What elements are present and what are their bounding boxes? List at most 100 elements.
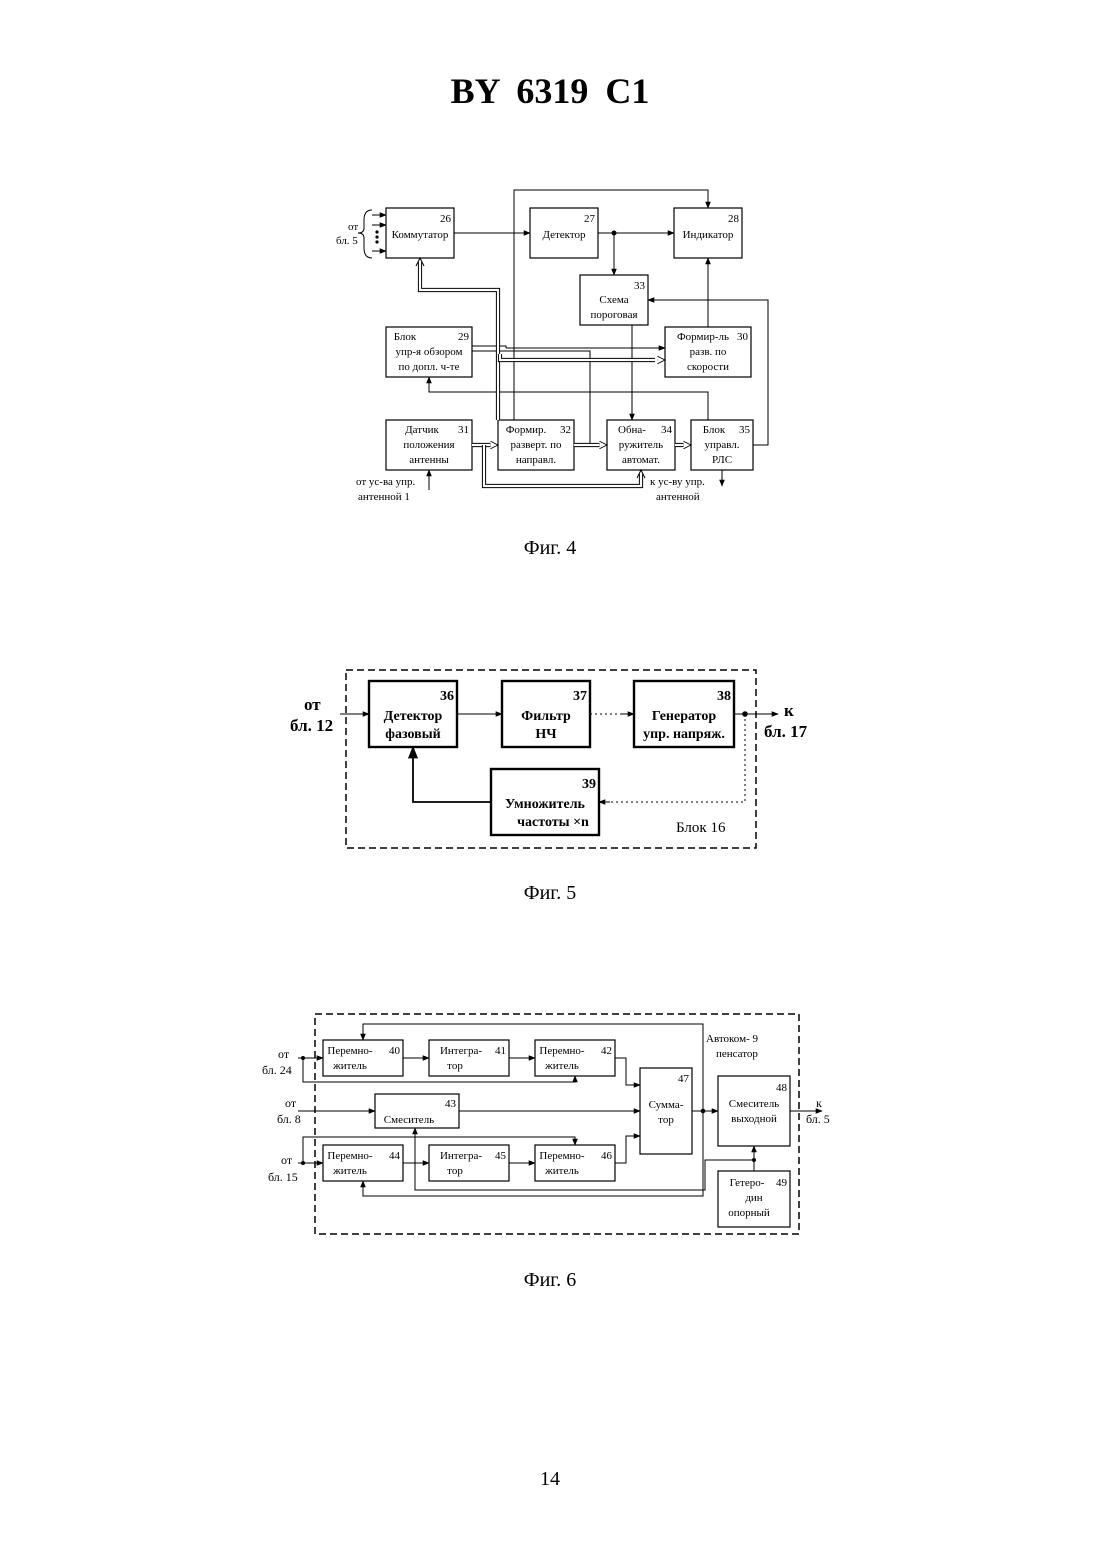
block-number: 28 — [728, 213, 740, 225]
block-label: скорости — [687, 361, 729, 373]
brace-icon — [358, 210, 372, 258]
block-37-lowpass-filter: 37 Фильтр НЧ — [502, 681, 590, 747]
block-label: положения — [403, 439, 454, 451]
block-label: Схема — [599, 294, 628, 306]
block-35-radar-control: 35 Блок управл. РЛС — [691, 420, 753, 470]
figure-5-caption: Фиг. 5 — [0, 882, 1100, 905]
block-number: 43 — [445, 1098, 457, 1110]
block-43-mixer: 43 Смеситель — [375, 1094, 459, 1128]
bottom-left-label: от ус-ва упр. — [356, 476, 416, 488]
block-number: 39 — [582, 777, 596, 792]
block-label: фазовый — [385, 727, 440, 742]
block-label: Формир-ль — [677, 331, 729, 343]
figure-5: Блок 16 36 Детектор фазовый 37 Фильтр НЧ… — [290, 670, 808, 848]
block-label: Обна- — [618, 424, 646, 436]
block-label: опорный — [728, 1207, 770, 1219]
block-number: 38 — [717, 689, 731, 704]
bottom-right-label: к ус-ву упр. — [650, 476, 705, 488]
block-number: 40 — [389, 1045, 401, 1057]
autocompensator-label: Автоком- 9 — [706, 1033, 758, 1045]
block-label: направл. — [516, 454, 556, 466]
block-number: 37 — [573, 689, 587, 704]
block-number: 35 — [739, 424, 751, 436]
block-label: Формир. — [506, 424, 547, 436]
block-label: Перемно- — [539, 1150, 585, 1162]
block-label: житель — [544, 1165, 579, 1177]
block-label: Блок — [394, 331, 417, 343]
block-label: Интегра- — [440, 1150, 482, 1162]
figure-6-caption: Фиг. 6 — [0, 1269, 1100, 1292]
block-label: НЧ — [535, 727, 557, 742]
input-label: от — [348, 221, 358, 233]
block-45-integrator: 45 Интегра- тор — [429, 1145, 509, 1181]
block-47-summator: 47 Сумма- тор — [640, 1068, 692, 1154]
input-2-label: от — [285, 1096, 297, 1110]
block-26-commutator: 26 Коммутатор — [386, 208, 454, 258]
block-label: житель — [332, 1165, 367, 1177]
block-number: 42 — [601, 1045, 612, 1057]
block-41-integrator: 41 Интегра- тор — [429, 1040, 509, 1076]
block-36-phase-detector: 36 Детектор фазовый — [369, 681, 457, 747]
block-28-indicator: 28 Индикатор — [674, 208, 742, 258]
figure-6: Автоком- 9 пенсатор 40 Перемно- житель 4… — [262, 1014, 830, 1234]
block-label: житель — [544, 1060, 579, 1072]
input-label: бл. 5 — [336, 235, 358, 247]
block-label: антенны — [409, 454, 449, 466]
figure-4-caption: Фиг. 4 — [0, 537, 1100, 560]
block-38-vco: 38 Генератор упр. напряж. — [634, 681, 734, 747]
block-label: Блок — [703, 424, 726, 436]
bottom-left-label: антенной 1 — [358, 491, 410, 503]
block-number: 26 — [440, 213, 452, 225]
block-49-reference-oscillator: 49 Гетеро- дин опорный — [718, 1171, 790, 1227]
block-label: управл. — [704, 439, 739, 451]
block-label: Смеситель — [384, 1114, 434, 1126]
input-1-label: бл. 24 — [262, 1063, 292, 1077]
block-16-label: Блок 16 — [676, 820, 726, 836]
output-label: бл. 17 — [764, 722, 808, 741]
block-number: 46 — [601, 1150, 613, 1162]
block-number: 31 — [458, 424, 469, 436]
block-label: Перемно- — [327, 1150, 373, 1162]
block-46-multiplier: 46 Перемно- житель — [535, 1145, 615, 1181]
block-label: Коммутатор — [392, 229, 449, 241]
block-label: РЛС — [712, 454, 732, 466]
block-label: Перемно- — [539, 1045, 585, 1057]
block-label: упр-я обзором — [396, 346, 463, 358]
block-label: частоты ×n — [517, 815, 589, 830]
block-label: дин — [745, 1192, 762, 1204]
input-3-label: от — [281, 1153, 293, 1167]
input-3-label: бл. 15 — [268, 1170, 298, 1184]
block-39-freq-multiplier: 39 Умножитель частоты ×n — [491, 769, 599, 835]
output-label: к — [816, 1096, 822, 1110]
block-label: ружитель — [619, 439, 663, 451]
block-label: Датчик — [405, 424, 439, 436]
block-label: пороговая — [590, 309, 637, 321]
block-label: разверт. по — [511, 439, 562, 451]
autocompensator-label: пенсатор — [716, 1048, 758, 1060]
block-number: 47 — [678, 1073, 690, 1085]
block-31-antenna-sensor: 31 Датчик положения антенны — [386, 420, 472, 470]
block-label: Перемно- — [327, 1045, 373, 1057]
block-label: Детектор — [384, 709, 443, 724]
block-30-speed-sweep: 30 Формир-ль разв. по скорости — [665, 327, 751, 377]
block-label: по допл. ч-те — [399, 361, 460, 373]
block-29-doppler-control: 29 Блок упр-я обзором по допл. ч-те — [386, 327, 472, 377]
block-number: 44 — [389, 1150, 401, 1162]
output-label: бл. 5 — [806, 1112, 830, 1126]
page-number: 14 — [0, 1468, 1100, 1491]
block-number: 30 — [737, 331, 749, 343]
block-label: Смеситель — [729, 1098, 779, 1110]
block-number: 36 — [440, 689, 454, 704]
block-number: 41 — [495, 1045, 506, 1057]
block-42-multiplier: 42 Перемно- житель — [535, 1040, 615, 1076]
block-label: тор — [447, 1165, 463, 1177]
block-number: 27 — [584, 213, 596, 225]
block-34-auto-detector: 34 Обна- ружитель автомат. — [607, 420, 675, 470]
block-label: житель — [332, 1060, 367, 1072]
block-number: 32 — [560, 424, 571, 436]
figure-4: 26 Коммутатор 27 Детектор 28 Индикатор 3… — [336, 190, 768, 503]
input-label: бл. 12 — [290, 716, 333, 735]
block-label: тор — [658, 1114, 674, 1126]
block-label: упр. напряж. — [643, 727, 725, 742]
